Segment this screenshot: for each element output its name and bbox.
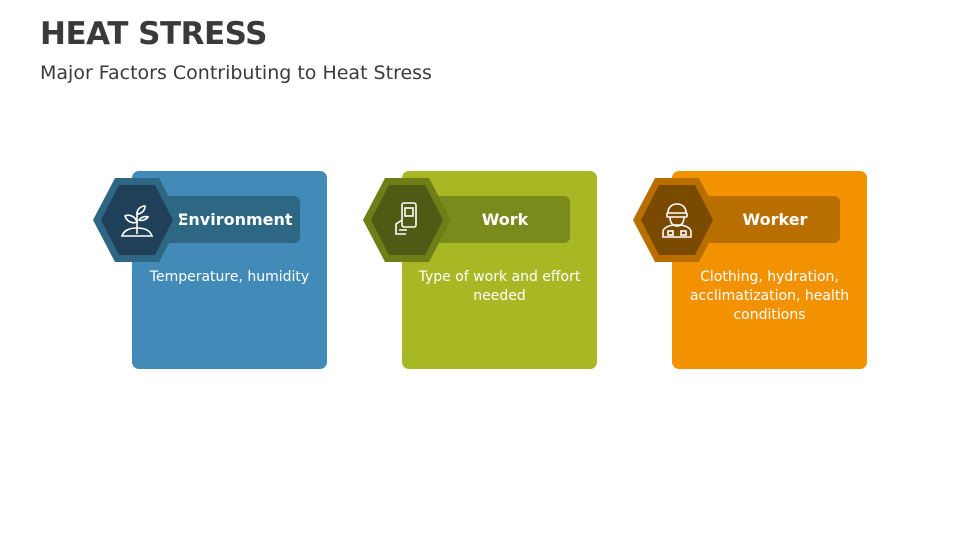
hand-phone-icon: [371, 185, 443, 255]
hexagon-badge: [633, 178, 721, 262]
page-title: HEAT STRESS: [40, 16, 267, 52]
factor-description: Clothing, hydration, acclimatization, he…: [689, 269, 850, 323]
worker-helmet-icon: [641, 185, 713, 255]
factor-description: Temperature, humidity: [149, 269, 310, 285]
factor-description: Type of work and effort needed: [418, 269, 581, 304]
plant-sprout-icon: [101, 185, 173, 255]
page-subtitle: Major Factors Contributing to Heat Stres…: [40, 62, 432, 84]
